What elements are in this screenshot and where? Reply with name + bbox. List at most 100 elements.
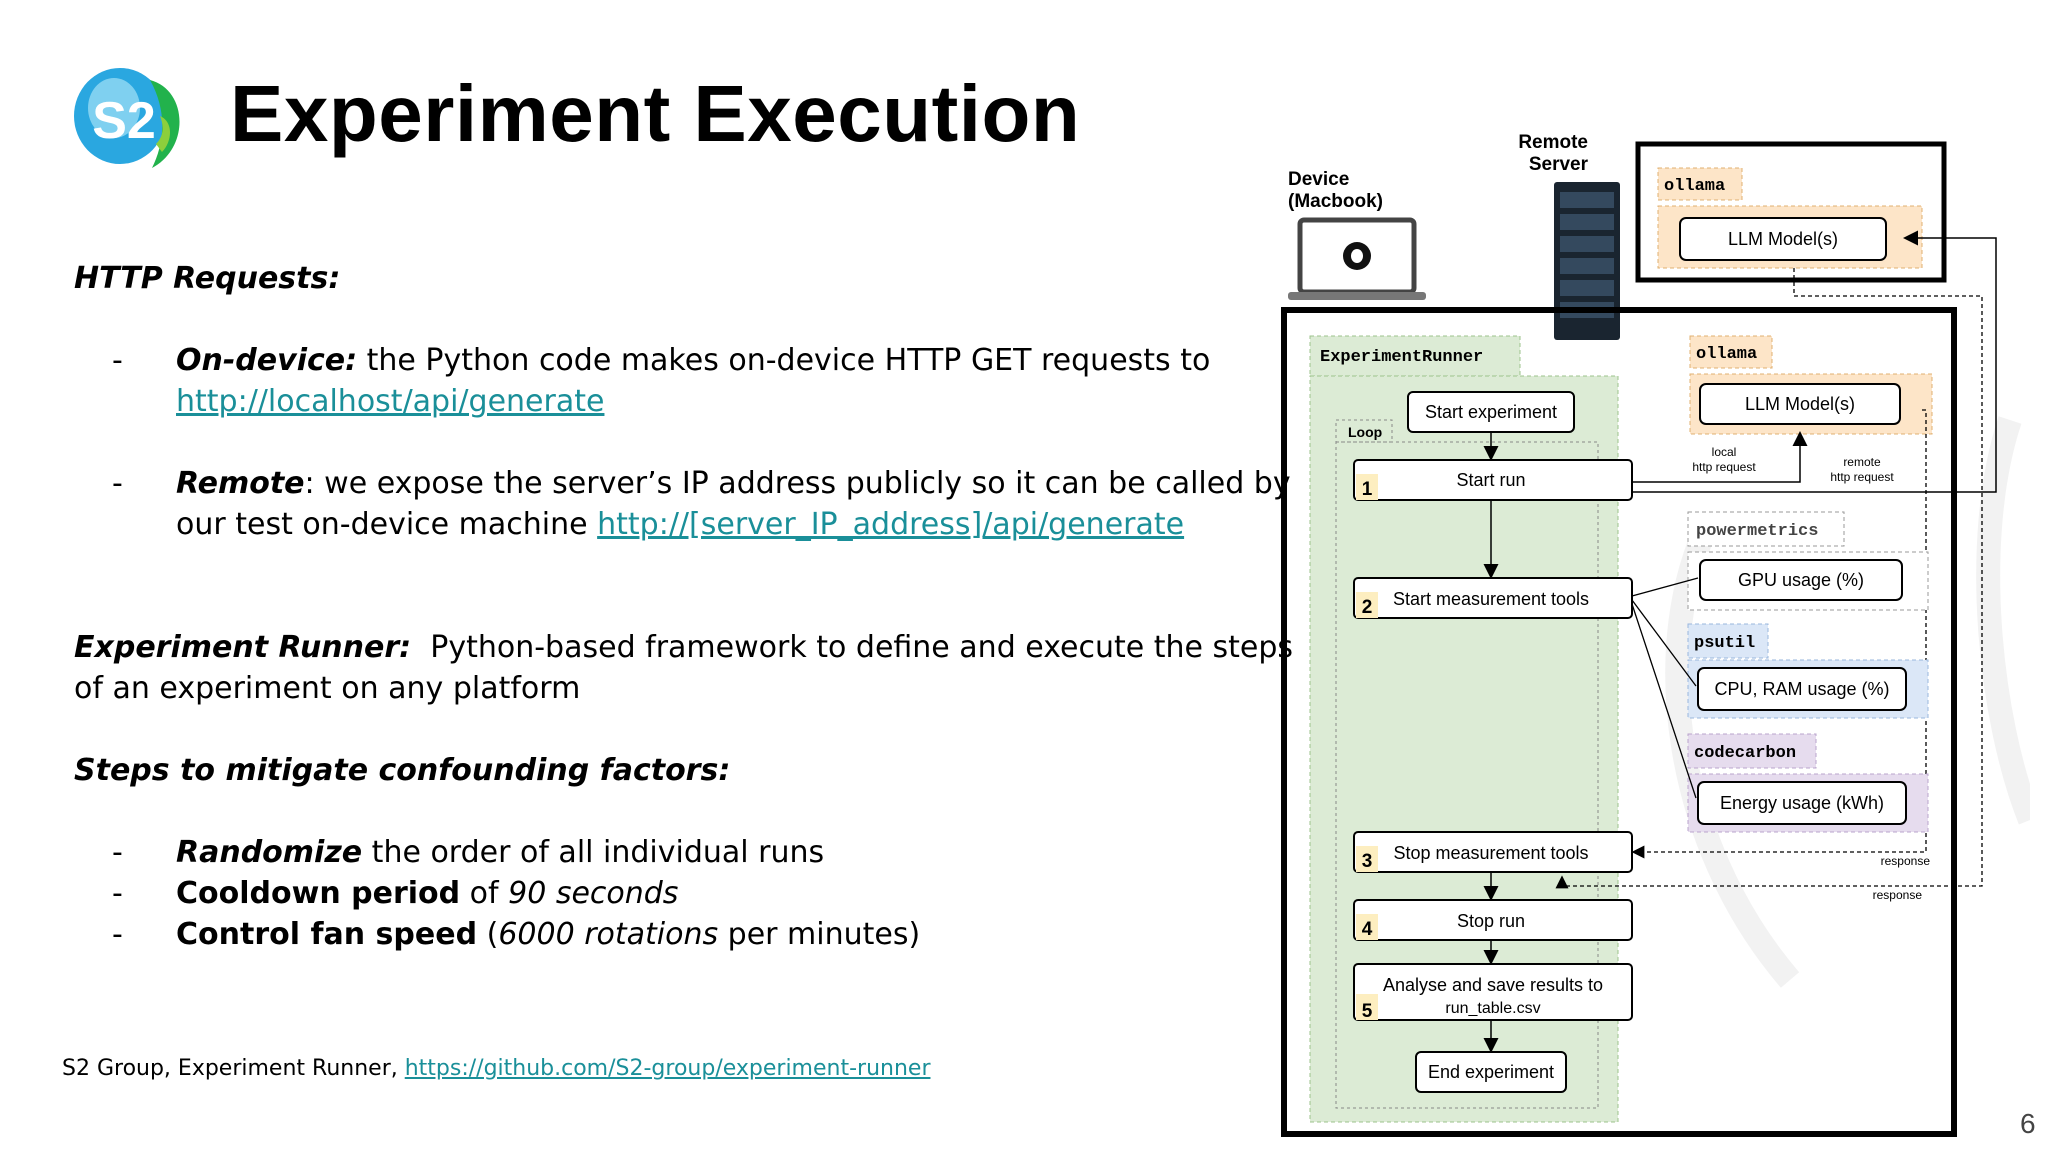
cooldown-value: 90 seconds	[508, 876, 679, 911]
gpu-usage-label: GPU usage (%)	[1738, 570, 1864, 590]
step-2-num-bg	[1356, 592, 1378, 618]
remote-label: Remote	[176, 466, 305, 501]
step-2-num: 2	[1362, 597, 1373, 618]
fan-text-post: per minutes)	[718, 917, 921, 952]
footer-text: S2 Group, Experiment Runner,	[62, 1056, 405, 1081]
mitigation-item: Control fan speed (6000 rotations per mi…	[176, 914, 920, 955]
local-request-sublabel: http request	[1692, 460, 1756, 474]
step-5-num-bg	[1356, 994, 1378, 1020]
codecarbon-label: codecarbon	[1694, 744, 1796, 763]
end-experiment-label: End experiment	[1428, 1062, 1554, 1082]
bullet-dash: -	[112, 876, 123, 911]
loop-label: Loop	[1348, 424, 1382, 440]
step-4-label: Stop run	[1457, 911, 1525, 931]
remote-llm-label: LLM Model(s)	[1728, 229, 1838, 249]
codecarbon-tag	[1687, 733, 1817, 769]
on-device-text: the Python code makes on-device HTTP GET…	[357, 343, 1211, 378]
architecture-diagram: Device (Macbook) Remote Server ollama LL…	[1281, 132, 2030, 1137]
mitigation-item: Cooldown period of 90 seconds	[176, 873, 678, 914]
loop-tag	[1335, 419, 1393, 443]
step-1-num-bg	[1356, 474, 1378, 500]
step-1-box	[1353, 459, 1633, 501]
page-title: Experiment Execution	[230, 69, 1081, 158]
start-experiment-label: Start experiment	[1425, 402, 1557, 422]
end-experiment-box	[1415, 1051, 1567, 1093]
psutil-label: psutil	[1694, 634, 1755, 653]
step-4-num-bg	[1356, 914, 1378, 940]
remote-request-label: remote	[1843, 455, 1881, 469]
local-llm-label: LLM Model(s)	[1745, 394, 1855, 414]
runner-title: ExperimentRunner	[1320, 348, 1483, 367]
device-sublabel: (Macbook)	[1288, 191, 1383, 212]
cpu-ram-label: CPU, RAM usage (%)	[1714, 679, 1889, 699]
step-3-label: Stop measurement tools	[1393, 843, 1588, 863]
footer-citation: S2 Group, Experiment Runner, https://git…	[62, 1056, 930, 1081]
mitigation-heading-text: Steps to mitigate confounding factors:	[74, 753, 731, 788]
http-heading-text: HTTP Requests:	[74, 261, 341, 296]
randomize-text: the order of all individual runs	[362, 835, 825, 870]
fan-text-pre: (	[477, 917, 499, 952]
response-label: response	[1873, 888, 1923, 902]
step-4-num: 4	[1362, 919, 1373, 940]
energy-usage-box	[1697, 781, 1907, 825]
bullet-dash: -	[112, 917, 123, 952]
watermark	[1976, 416, 2030, 825]
s2-logo: S2	[74, 68, 180, 168]
cpu-ram-box	[1697, 667, 1907, 711]
runner-text-2: of an experiment on any platform	[74, 671, 581, 706]
cooldown-label: Cooldown period	[176, 876, 461, 911]
mitigation-heading: Steps to mitigate confounding factors:	[74, 750, 730, 791]
cooldown-text: of	[460, 876, 509, 911]
psutil-tag	[1687, 623, 1769, 659]
local-request-label: local	[1712, 445, 1737, 459]
step-3-num-bg	[1356, 846, 1378, 872]
bullet-dash: -	[112, 343, 123, 378]
step-1-num: 1	[1362, 479, 1373, 500]
remote-text-1: : we expose the server’s IP address publ…	[304, 466, 1291, 501]
step-5-num: 5	[1362, 1001, 1373, 1022]
runner-label: Experiment Runner:	[74, 630, 412, 665]
step-4-box	[1353, 899, 1633, 941]
runner-paragraph: Experiment Runner: Python-based framewor…	[74, 627, 1293, 709]
loop-area	[1335, 441, 1599, 1109]
server-ip-link[interactable]: http://[server_IP_address]/api/generate	[597, 507, 1185, 542]
local-ollama-label: ollama	[1696, 345, 1757, 364]
response-label: response	[1881, 854, 1931, 868]
local-ollama-tag	[1689, 335, 1773, 369]
bullet-dash: -	[112, 835, 123, 870]
logo-text: S2	[92, 92, 156, 150]
powermetrics-tag	[1687, 511, 1845, 547]
fan-value: 6000 rotations	[498, 917, 719, 952]
device-label: Device	[1288, 169, 1349, 190]
step-5-sublabel: run_table.csv	[1445, 1000, 1540, 1017]
localhost-link[interactable]: http://localhost/api/generate	[176, 384, 605, 419]
runner-title-tag	[1309, 335, 1521, 377]
remote-server-box	[1635, 141, 1947, 283]
step-3-num: 3	[1362, 851, 1373, 872]
randomize-label: Randomize	[176, 835, 363, 870]
gpu-usage-box	[1699, 559, 1903, 601]
server-label: Remote	[1518, 132, 1588, 153]
remote-llm-box	[1679, 217, 1887, 261]
on-device-label: On-device:	[176, 343, 358, 378]
runner-text-1: Python-based framework to define and exe…	[411, 630, 1294, 665]
http-heading: HTTP Requests:	[74, 258, 340, 299]
powermetrics-label: powermetrics	[1696, 522, 1818, 541]
local-llm-box	[1699, 383, 1901, 425]
bullet-dash: -	[112, 466, 123, 501]
remote-request-sublabel: http request	[1830, 470, 1894, 484]
server-rack-icon	[1554, 182, 1620, 340]
mitigation-item: Randomize the order of all individual ru…	[176, 832, 824, 873]
fan-label: Control fan speed	[176, 917, 478, 952]
remote-ollama-label: ollama	[1664, 177, 1725, 196]
remote-item: Remote: we expose the server’s IP addres…	[176, 463, 1291, 545]
github-link[interactable]: https://github.com/S2-group/experiment-r…	[404, 1056, 931, 1081]
step-1-label: Start run	[1456, 470, 1525, 490]
energy-usage-label: Energy usage (kWh)	[1720, 793, 1884, 813]
page-number: 6	[2020, 1108, 2036, 1139]
step-2-box	[1353, 577, 1633, 619]
on-device-item: On-device: the Python code makes on-devi…	[176, 340, 1210, 422]
remote-text-2: our test on-device machine	[176, 507, 598, 542]
step-2-label: Start measurement tools	[1393, 589, 1589, 609]
server-sublabel: Server	[1529, 154, 1589, 175]
